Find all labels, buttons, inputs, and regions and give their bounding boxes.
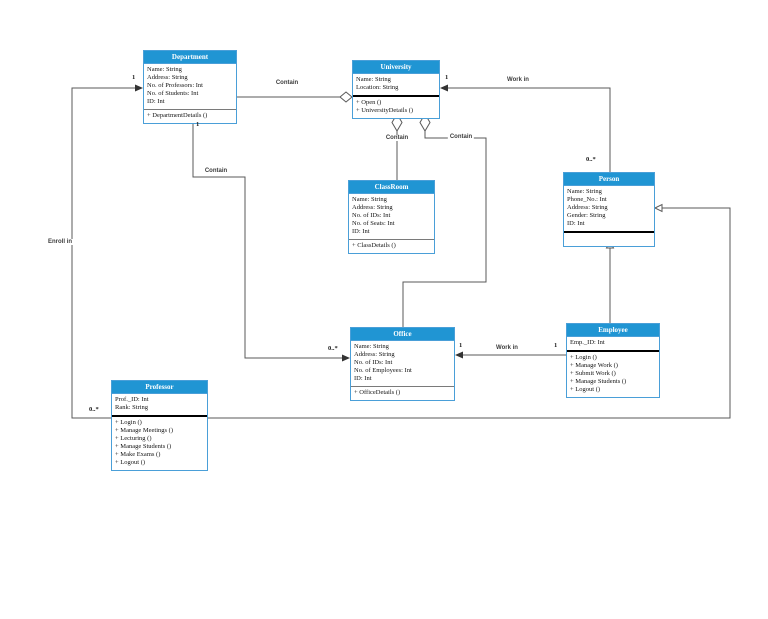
multiplicity-label: 1 [554,342,558,349]
methods-section: + ClassDetails () [349,240,434,253]
method: + ClassDetails () [352,242,396,249]
methods-section: + OfficeDetails () [351,387,454,400]
attribute: Name: String [356,76,391,83]
attribute: Emp._ID: Int [570,339,605,346]
solid-arrowhead-icon [440,84,448,92]
attributes-section: Prof._ID: Int Rank: String [112,394,207,417]
multiplicity-label: 0..* [328,345,338,352]
attribute: Address: String [352,204,393,211]
multiplicity-label: 1 [459,342,463,349]
edge-label-work-in: Work in [505,77,531,83]
class-title: Office [351,328,454,341]
edge-label-enroll-in: Enroll in [46,239,74,245]
attributes-section: Name: String Address: String No. of Prof… [144,64,236,110]
multiplicity-label: 1 [196,121,200,128]
multiplicity-label: 1 [132,74,136,81]
method: + Manage Students () [115,443,172,450]
attribute: Name: String [352,196,387,203]
generalization-arrowhead-icon [653,203,663,213]
attribute: No. of Seats: Int [352,220,395,227]
class-university[interactable]: University Name: String Location: String… [352,60,440,119]
method: + OfficeDetails () [354,389,401,396]
attribute: Address: String [354,351,395,358]
method: + Manage Work () [570,362,618,369]
method: + Logout () [115,459,146,466]
class-title: Employee [567,324,659,337]
method: + Open () [356,99,382,106]
attribute: No. of IDs: Int [352,212,391,219]
edge-label-contain: Contain [202,168,230,174]
method: + Manage Students () [570,378,627,385]
attribute: ID: Int [147,98,165,105]
method: + Make Exams () [115,451,161,458]
methods-section: + Open () + UniversityDetails () [353,97,439,118]
attribute: ID: Int [567,220,585,227]
attribute: ID: Int [352,228,370,235]
attributes-section: Emp._ID: Int [567,337,659,352]
attribute: Gender: String [567,212,606,219]
edge-label-contain: Contain [447,134,475,140]
methods-section [564,233,654,246]
attribute: No. of Students: Int [147,90,199,97]
class-employee[interactable]: Employee Emp._ID: Int + Login () + Manag… [566,323,660,398]
class-office[interactable]: Office Name: String Address: String No. … [350,327,455,401]
attributes-section: Name: String Phone_No.: Int Address: Str… [564,186,654,233]
attribute: No. of IDs: Int [354,359,393,366]
multiplicity-label: 0..* [89,406,99,413]
attribute: Name: String [354,343,389,350]
methods-section: + DepartmentDetails () [144,110,236,123]
class-title: University [353,61,439,74]
attributes-section: Name: String Location: String [353,74,439,97]
multiplicity-label: 0..* [586,156,596,163]
method: + Login () [570,354,597,361]
attribute: Name: String [147,66,182,73]
method: + Submit Work () [570,370,616,377]
attribute: Address: String [147,74,188,81]
solid-arrowhead-icon [135,84,143,92]
method: + Login () [115,419,142,426]
solid-arrowhead-icon [342,354,350,362]
attribute: Name: String [567,188,602,195]
multiplicity-label: 1 [445,74,449,81]
attribute: ID: Int [354,375,372,382]
attribute: Prof._ID: Int [115,396,149,403]
class-department[interactable]: Department Name: String Address: String … [143,50,237,124]
method: + Manage Meetings () [115,427,173,434]
class-classroom[interactable]: ClassRoom Name: String Address: String N… [348,180,435,254]
edge-enroll-in[interactable] [71,87,135,419]
class-title: Professor [112,381,207,394]
attribute: Phone_No.: Int [567,196,607,203]
edge-label-contain: Contain [273,80,301,86]
method: + UniversityDetails () [356,107,414,114]
method: + Lecturing () [115,435,152,442]
class-title: Person [564,173,654,186]
method: + DepartmentDetails () [147,112,208,119]
attribute: Location: String [356,84,399,91]
edge-label-contain: Contain [383,135,411,141]
class-professor[interactable]: Professor Prof._ID: Int Rank: String + L… [111,380,208,471]
class-title: Department [144,51,236,64]
attribute: No. of Professors: Int [147,82,203,89]
attributes-section: Name: String Address: String No. of IDs:… [349,194,434,240]
aggregation-diamond-icon [339,91,353,103]
attributes-section: Name: String Address: String No. of IDs:… [351,341,454,387]
class-person[interactable]: Person Name: String Phone_No.: Int Addre… [563,172,655,247]
attribute: Rank: String [115,404,149,411]
attribute: No. of Employees: Int [354,367,412,374]
method: + Logout () [570,386,601,393]
edge-contain-dept-office[interactable] [192,120,342,359]
methods-section: + Login () + Manage Work () + Submit Wor… [567,352,659,397]
edge-label-work-in: Work in [494,345,520,351]
solid-arrowhead-icon [455,351,463,359]
methods-section: + Login () + Manage Meetings () + Lectur… [112,417,207,470]
attribute: Address: String [567,204,608,211]
class-title: ClassRoom [349,181,434,194]
